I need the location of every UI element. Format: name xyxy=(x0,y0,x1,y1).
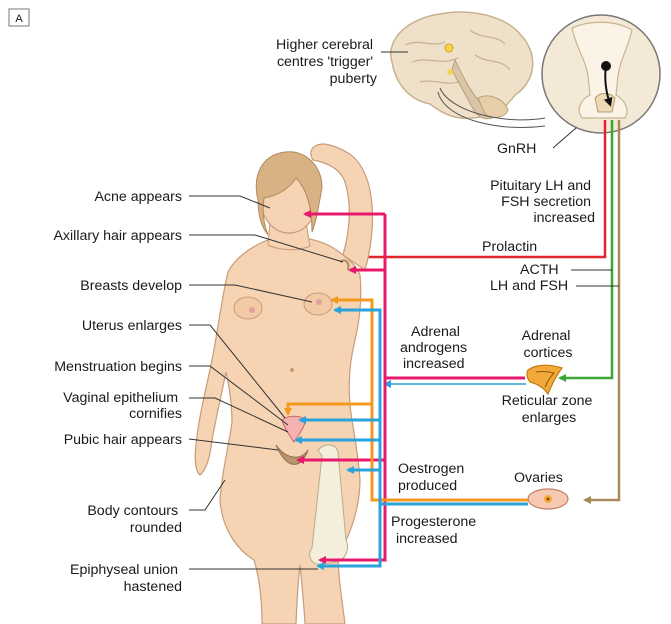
ovary-icon xyxy=(528,489,568,509)
prolactin-label: Prolactin xyxy=(482,239,537,255)
effect-menstruation: Menstruation begins xyxy=(54,359,182,375)
effect-vaginal: Vaginal epithelium cornifies xyxy=(63,390,182,422)
progesterone-label: Progesterone increased xyxy=(391,514,480,547)
lh-fsh-pathway xyxy=(585,120,619,500)
adrenal-androgens-label: Adrenal androgens increased xyxy=(400,324,471,372)
reticular-zone-label: Reticular zone enlarges xyxy=(502,393,597,426)
gnrh-label: GnRH xyxy=(497,141,536,157)
effect-breasts: Breasts develop xyxy=(80,278,182,294)
acth-label: ACTH xyxy=(520,262,559,278)
effect-axillary-hair: Axillary hair appears xyxy=(53,228,182,244)
adrenal-cortices-label: Adrenal cortices xyxy=(522,328,575,361)
oestrogen-label: Oestrogen produced xyxy=(398,461,468,494)
panel-tag: A xyxy=(9,9,29,26)
ovaries-label: Ovaries xyxy=(514,470,563,486)
adrenal-gland-icon xyxy=(527,365,562,394)
panel-tag-text: A xyxy=(15,13,23,25)
effect-body-contours: Body contours rounded xyxy=(87,503,182,536)
effect-epiphyseal: Epiphyseal union hastened xyxy=(70,562,182,595)
effect-uterus: Uterus enlarges xyxy=(82,318,182,334)
higher-cerebral-label: Higher cerebral centres 'trigger' pubert… xyxy=(276,37,378,87)
effect-pubic-hair: Pubic hair appears xyxy=(64,432,182,448)
lh-fsh-label: LH and FSH xyxy=(490,278,568,294)
brain-illustration xyxy=(391,12,533,119)
female-body-figure xyxy=(195,144,372,624)
pituitary-inset xyxy=(542,15,660,133)
pituitary-label: Pituitary LH and FSH secretion increased xyxy=(490,178,595,226)
effect-acne: Acne appears xyxy=(94,189,182,205)
